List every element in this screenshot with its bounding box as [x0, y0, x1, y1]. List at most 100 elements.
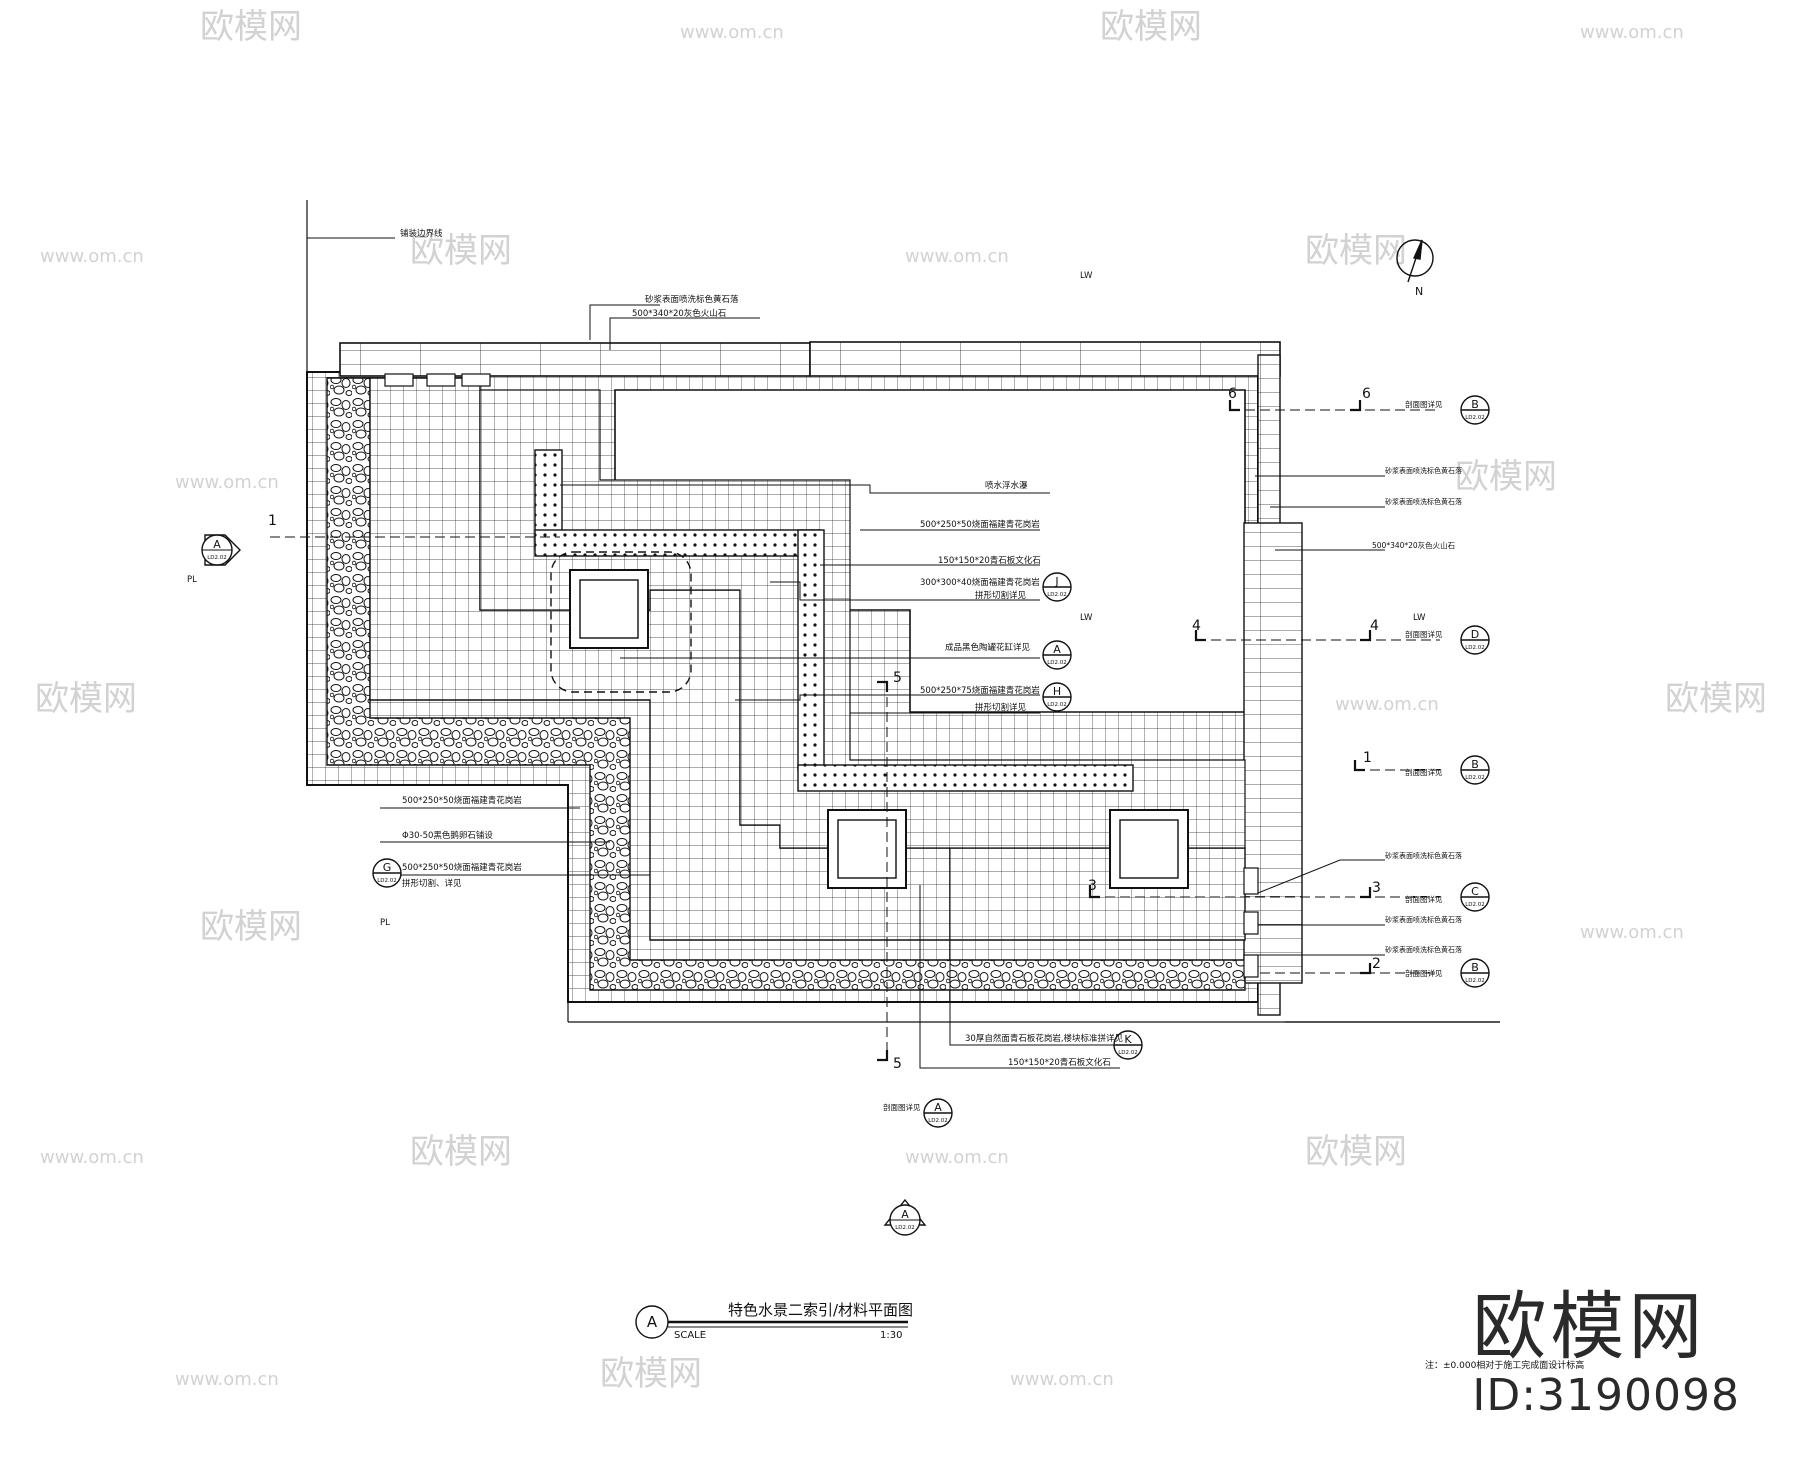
label-sec-4: 剖面图详见 [1405, 629, 1443, 639]
section-3-left: 3 [1088, 878, 1097, 894]
label-top-stone-2: 500*340*20灰色火山石 [632, 308, 726, 319]
watermark-logo-text: 欧模网 [200, 7, 302, 47]
callout-letter-g: G [383, 861, 392, 874]
watermark-logo-text: 欧模网 [200, 907, 302, 947]
label-top-stone-1: 砂浆表面喷洗标色黄石落 [645, 294, 739, 305]
section-numbers: 6 6 4 4 1 1 3 3 2 5 5 [268, 386, 1381, 1072]
section-4-left: 4 [1192, 618, 1201, 634]
watermark-logo-text: 欧模网 [410, 1132, 512, 1172]
label-l2: Φ30-50黑色鹅卵石铺设 [402, 830, 493, 841]
brand-watermark: 欧模网 ID:3190098 [1472, 1290, 1740, 1421]
section-6-left: 6 [1228, 386, 1237, 402]
label-pl-1: PL [187, 575, 197, 585]
scale-label: SCALE [674, 1330, 706, 1341]
watermark-url-text: www.om.cn [175, 472, 279, 493]
label-right-a: 砂浆表面喷洗标色黄石落 [1385, 466, 1462, 475]
north-arrow-icon [1396, 239, 1434, 283]
watermark-url-text: www.om.cn [680, 22, 784, 43]
section-3-right: 3 [1372, 880, 1381, 896]
sheet-ref-10: LD2.02 [377, 878, 397, 884]
watermark-url-text: www.om.cn [40, 246, 144, 267]
north-label: N [1415, 285, 1423, 298]
title-block [635, 1305, 908, 1339]
watermark-logo-text: 欧模网 [1665, 679, 1767, 719]
sheet-ref-1: LD2.02 [207, 555, 227, 561]
label-lw-2: LW [1080, 613, 1093, 623]
label-right-d: 砂浆表面喷洗标色黄石落 [1385, 851, 1462, 860]
scale-value: 1:30 [880, 1330, 902, 1341]
callout-circles [372, 395, 1490, 1128]
sheet-ref-12: LD2.02 [928, 1118, 948, 1124]
label-fountain: 喷水浮水瀑 [985, 480, 1028, 491]
sheet-ref-8: LD2.02 [1047, 660, 1067, 666]
callout-letter-b-1: B [1471, 398, 1479, 411]
watermark-logo-text: 欧模网 [1305, 231, 1407, 271]
sheet-ref-2: LD2.02 [1465, 415, 1485, 421]
label-r1: 500*250*50烧面福建青花岗岩 [920, 519, 1040, 530]
callout-letter-c: C [1471, 885, 1479, 898]
label-boundary: 铺装边界线 [400, 228, 443, 239]
title-texts: A 特色水景二索引/材料平面图 SCALE 1:30 注：±0.000相对于施工… [647, 1301, 1584, 1371]
watermark-logo-text: 欧模网 [1455, 457, 1557, 497]
sheet-ref-7: LD2.02 [1047, 592, 1067, 598]
callout-letter-a-3: A [934, 1101, 942, 1114]
callout-letter-k: K [1124, 1033, 1132, 1046]
annotation-labels: 铺装边界线 砂浆表面喷洗标色黄石落 500*340*20灰色火山石 喷水浮水瀑 … [187, 228, 1462, 1112]
label-pl-2: PL [380, 918, 390, 928]
label-r5b: 拼形切割详见 [975, 702, 1027, 713]
callout-letter-left-a: A [213, 538, 221, 551]
sheet-ref-11: LD2.02 [1118, 1050, 1138, 1056]
label-r2: 150*150*20青石板文化石 [938, 555, 1041, 566]
watermark-logo-text: 欧模网 [410, 231, 512, 271]
label-right-e: 砂浆表面喷洗标色黄石落 [1385, 915, 1462, 924]
label-sec-6: 剖面图详见 [1405, 399, 1443, 409]
watermark-logo-text: 欧模网 [35, 679, 137, 719]
paving-plan [306, 341, 1303, 1016]
callout-bottom-a [883, 1198, 927, 1236]
elevation-note: 注：±0.000相对于施工完成面设计标高 [1425, 1359, 1584, 1371]
label-lw-3: LW [1413, 613, 1426, 623]
section-ticks [877, 400, 1372, 1062]
label-right-c: 500*340*20灰色火山石 [1372, 540, 1456, 550]
label-right-b: 砂浆表面喷洗标色黄石落 [1385, 497, 1462, 506]
section-1-left: 1 [268, 513, 277, 529]
label-b2: 150*150*20青石板文化石 [1008, 1057, 1111, 1068]
label-b1: 30厚自然面青石板花岗岩,楼块标准拼详见 [965, 1033, 1124, 1044]
watermark-url-text: www.om.cn [905, 1147, 1009, 1168]
section-6-right: 6 [1362, 386, 1371, 402]
brand-id: ID:3190098 [1472, 1370, 1740, 1421]
section-2-right: 2 [1372, 956, 1381, 972]
label-sec-1: 剖面图详见 [1405, 767, 1443, 777]
section-1-right: 1 [1363, 750, 1372, 766]
callout-letter-b-3: B [1471, 961, 1479, 974]
section-4-right: 4 [1370, 618, 1379, 634]
label-right-f: 砂浆表面喷洗标色黄石落 [1385, 945, 1462, 954]
label-sec-2: 剖面图详见 [1405, 968, 1443, 978]
drawing-title: 特色水景二索引/材料平面图 [728, 1301, 913, 1319]
label-l3: 500*250*50烧面福建青花岗岩 [402, 862, 522, 873]
callout-letter-j: J [1054, 575, 1058, 588]
section-5-bottom: 5 [893, 1056, 902, 1072]
callout-letter-b-2: B [1471, 758, 1479, 771]
watermark-url-text: www.om.cn [175, 1369, 279, 1390]
sheet-ref-4: LD2.02 [1465, 775, 1485, 781]
leader-lines [307, 237, 1385, 1069]
callout-letter-a-bottom: A [901, 1208, 909, 1221]
label-r5: 500*250*75烧面福建青花岗岩 [920, 685, 1040, 696]
title-symbol: A [647, 1313, 658, 1331]
callout-left-a [201, 534, 241, 566]
watermark-logo-text: 欧模网 [600, 1354, 702, 1394]
watermark-url-text: www.om.cn [1580, 22, 1684, 43]
label-l3b: 拼形切割、详见 [402, 878, 462, 889]
callout-letter-h: H [1053, 685, 1061, 698]
watermark-url-text: www.om.cn [1580, 922, 1684, 943]
watermark-logo-text: 欧模网 [1305, 1132, 1407, 1172]
label-r3: 300*300*40烧面福建青花岗岩 [920, 577, 1040, 588]
sheet-ref-5: LD2.02 [1465, 902, 1485, 908]
label-sec-3: 剖面图详见 [1405, 894, 1443, 904]
label-r3b: 拼形切割详见 [975, 590, 1027, 601]
planter-pot-1 [550, 551, 692, 693]
brand-logo: 欧模网 [1472, 1284, 1707, 1370]
callout-letter-a-2: A [1053, 643, 1061, 656]
